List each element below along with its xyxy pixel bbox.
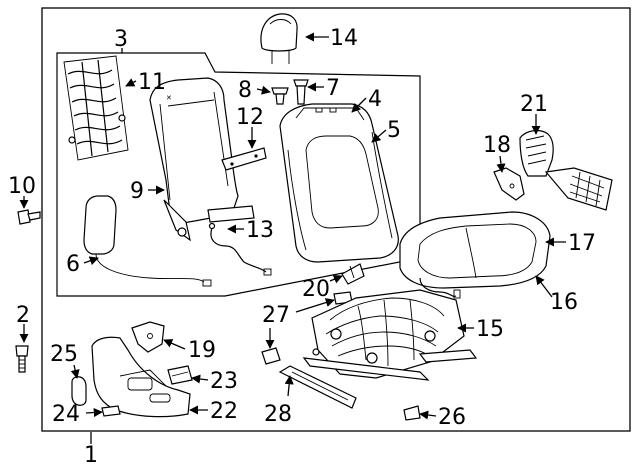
seatback-bracket bbox=[221, 147, 267, 171]
callout-10: 10 bbox=[8, 174, 36, 199]
headrest-guide bbox=[293, 79, 309, 105]
callout-5: 5 bbox=[387, 118, 401, 143]
seat-frame-adjuster bbox=[302, 289, 478, 381]
callout-17: 17 bbox=[568, 231, 596, 256]
callout-13: 13 bbox=[246, 218, 274, 243]
callout-14: 14 bbox=[330, 26, 358, 51]
bracket-19 bbox=[131, 321, 165, 353]
clip-27-lower bbox=[261, 347, 281, 365]
seatback-wire-harness bbox=[208, 222, 272, 276]
callout-8: 8 bbox=[238, 78, 252, 103]
side-bracket-18 bbox=[493, 167, 525, 201]
headrest-guide-pin bbox=[271, 87, 289, 105]
switch-23 bbox=[167, 365, 193, 385]
knob-25 bbox=[71, 376, 87, 406]
clip-26 bbox=[403, 405, 421, 421]
callout-23: 23 bbox=[210, 369, 238, 394]
svg-text:✕: ✕ bbox=[166, 94, 172, 102]
knob-24 bbox=[101, 405, 121, 417]
callout-4: 4 bbox=[368, 87, 382, 112]
seatback-spring-mat bbox=[63, 55, 129, 161]
callout-25: 25 bbox=[50, 342, 78, 367]
callout-12: 12 bbox=[236, 105, 264, 130]
callout-22: 22 bbox=[210, 399, 238, 424]
callout-11: 11 bbox=[138, 70, 166, 95]
callout-9: 9 bbox=[130, 179, 144, 204]
outer-frame bbox=[41, 7, 631, 432]
seat-side-shield bbox=[519, 129, 613, 211]
side-airbag-module bbox=[83, 195, 212, 287]
callout-3: 3 bbox=[114, 27, 128, 52]
callout-15: 15 bbox=[476, 317, 504, 342]
callout-18: 18 bbox=[483, 133, 511, 158]
callout-24: 24 bbox=[52, 402, 80, 427]
bolt-10 bbox=[17, 209, 41, 225]
callout-6: 6 bbox=[66, 252, 80, 277]
seat-cushion bbox=[399, 211, 551, 299]
callout-28: 28 bbox=[264, 402, 292, 427]
callout-7: 7 bbox=[326, 76, 340, 101]
callout-27: 27 bbox=[262, 303, 290, 328]
seat-side-shield-22 bbox=[91, 336, 191, 418]
callout-20: 20 bbox=[302, 277, 330, 302]
rail-cover bbox=[278, 365, 357, 409]
bolt-2 bbox=[15, 345, 29, 373]
leader-lines bbox=[19, 32, 566, 444]
callout-1: 1 bbox=[84, 443, 98, 468]
seatback-inset-box bbox=[56, 52, 421, 297]
seatback-frame: ✕ bbox=[149, 77, 255, 242]
callout-26: 26 bbox=[438, 405, 466, 430]
bracket-20 bbox=[341, 263, 365, 285]
callout-16: 16 bbox=[550, 290, 578, 315]
headrest bbox=[260, 13, 298, 64]
callout-21: 21 bbox=[520, 92, 548, 117]
callout-19: 19 bbox=[188, 338, 216, 363]
seatback-cover bbox=[279, 103, 399, 263]
callout-2: 2 bbox=[16, 303, 30, 328]
